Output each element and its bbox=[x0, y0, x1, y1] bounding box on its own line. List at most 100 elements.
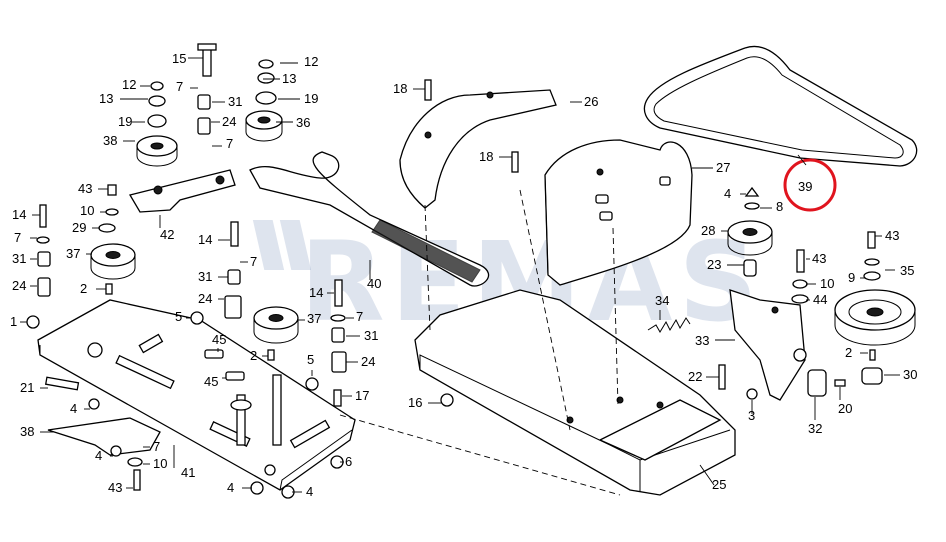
callout-label: 38 bbox=[20, 424, 34, 439]
callout-label: 23 bbox=[707, 257, 721, 272]
callout-label: 19 bbox=[118, 114, 132, 129]
callout-label: 30 bbox=[903, 367, 917, 382]
callout-label: 2 bbox=[845, 345, 852, 360]
pulley-37-left bbox=[90, 243, 136, 280]
callout-label: 7 bbox=[153, 439, 160, 454]
callout-label: 24 bbox=[361, 354, 375, 369]
callout-label: 28 bbox=[701, 223, 715, 238]
callout-label: 22 bbox=[688, 369, 702, 384]
callout-label: 29 bbox=[72, 220, 86, 235]
highlight-ring bbox=[783, 158, 837, 212]
callout-label: 7 bbox=[176, 79, 183, 94]
callout-label: 12 bbox=[122, 77, 136, 92]
callout-label: 21 bbox=[20, 380, 34, 395]
callout-label: 14 bbox=[12, 207, 26, 222]
tension-arm-33 bbox=[729, 289, 807, 401]
callout-label: 43 bbox=[885, 228, 899, 243]
pulley-35 bbox=[834, 289, 916, 346]
callout-label: 24 bbox=[198, 291, 212, 306]
callout-label: 4 bbox=[70, 401, 77, 416]
callout-label: 5 bbox=[175, 309, 182, 324]
callout-label: 27 bbox=[716, 160, 730, 175]
callout-label: 45 bbox=[204, 374, 218, 389]
callout-label: 31 bbox=[364, 328, 378, 343]
callout-leaders bbox=[20, 57, 900, 493]
callout-label: 10 bbox=[820, 276, 834, 291]
callout-label: 4 bbox=[227, 480, 234, 495]
callout-label: 6 bbox=[345, 454, 352, 469]
callout-label: 31 bbox=[12, 251, 26, 266]
callout-label: 36 bbox=[296, 115, 310, 130]
housing-25 bbox=[414, 289, 736, 496]
callout-label: 33 bbox=[695, 333, 709, 348]
callout-label: 10 bbox=[80, 203, 94, 218]
callout-label: 38 bbox=[103, 133, 117, 148]
pulley-38 bbox=[136, 135, 178, 167]
callout-label: 40 bbox=[367, 276, 381, 291]
callout-label: 41 bbox=[181, 465, 195, 480]
callout-label-highlighted: 39 bbox=[798, 179, 812, 194]
bracket-38-lower bbox=[47, 417, 161, 456]
callout-label: 7 bbox=[356, 309, 363, 324]
pulley-36 bbox=[245, 110, 283, 142]
callout-label: 12 bbox=[304, 54, 318, 69]
callout-label: 14 bbox=[198, 232, 212, 247]
callout-label: 25 bbox=[712, 477, 726, 492]
callout-label: 19 bbox=[304, 91, 318, 106]
callout-label: 15 bbox=[172, 51, 186, 66]
callout-label: 24 bbox=[222, 114, 236, 129]
callout-label: 44 bbox=[813, 292, 827, 307]
callout-label: 18 bbox=[479, 149, 493, 164]
callout-label: 43 bbox=[78, 181, 92, 196]
callout-label: 34 bbox=[655, 293, 669, 308]
spring-34 bbox=[647, 317, 691, 333]
callout-label: 18 bbox=[393, 81, 407, 96]
callout-label: 7 bbox=[226, 136, 233, 151]
bracket-42 bbox=[128, 169, 236, 213]
hardware-left bbox=[26, 43, 347, 499]
callout-label: 13 bbox=[282, 71, 296, 86]
callout-label: 32 bbox=[808, 421, 822, 436]
callout-label: 43 bbox=[812, 251, 826, 266]
callout-label: 8 bbox=[776, 199, 783, 214]
callout-label: 37 bbox=[66, 246, 80, 261]
dashed-leaders bbox=[339, 189, 621, 496]
callout-label: 1 bbox=[10, 314, 17, 329]
idler-pulley-28 bbox=[727, 186, 773, 277]
callout-label: 35 bbox=[900, 263, 914, 278]
callout-label: 31 bbox=[198, 269, 212, 284]
callout-label: 26 bbox=[584, 94, 598, 109]
callout-label: 13 bbox=[99, 91, 113, 106]
callout-label: 14 bbox=[309, 285, 323, 300]
callout-label: 4 bbox=[95, 448, 102, 463]
callout-label: 42 bbox=[160, 227, 174, 242]
callout-label: 4 bbox=[306, 484, 313, 499]
pulley-37-center bbox=[253, 306, 299, 344]
callout-label: 45 bbox=[212, 332, 226, 347]
cover-26 bbox=[399, 89, 557, 209]
callout-label: 20 bbox=[838, 401, 852, 416]
callout-label: 10 bbox=[153, 456, 167, 471]
highlight-circle bbox=[783, 158, 837, 212]
callout-label: 31 bbox=[228, 94, 242, 109]
callout-label: 37 bbox=[307, 311, 321, 326]
callout-label: 5 bbox=[307, 352, 314, 367]
callout-label: 9 bbox=[848, 270, 855, 285]
callout-label: 2 bbox=[80, 281, 87, 296]
callout-label: 17 bbox=[355, 388, 369, 403]
callout-label: 7 bbox=[250, 254, 257, 269]
callout-leader-line bbox=[699, 464, 715, 486]
callout-label: 2 bbox=[250, 348, 257, 363]
callout-label: 16 bbox=[408, 395, 422, 410]
cover-27 bbox=[544, 139, 693, 286]
callout-leader-line bbox=[797, 154, 807, 166]
callout-label: 7 bbox=[14, 230, 21, 245]
v-belt-39 bbox=[643, 45, 918, 167]
toothed-belt-40 bbox=[249, 151, 489, 287]
hardware-right bbox=[424, 79, 883, 407]
callout-label: 4 bbox=[724, 186, 731, 201]
callout-label: 24 bbox=[12, 278, 26, 293]
callout-label: 43 bbox=[108, 480, 122, 495]
